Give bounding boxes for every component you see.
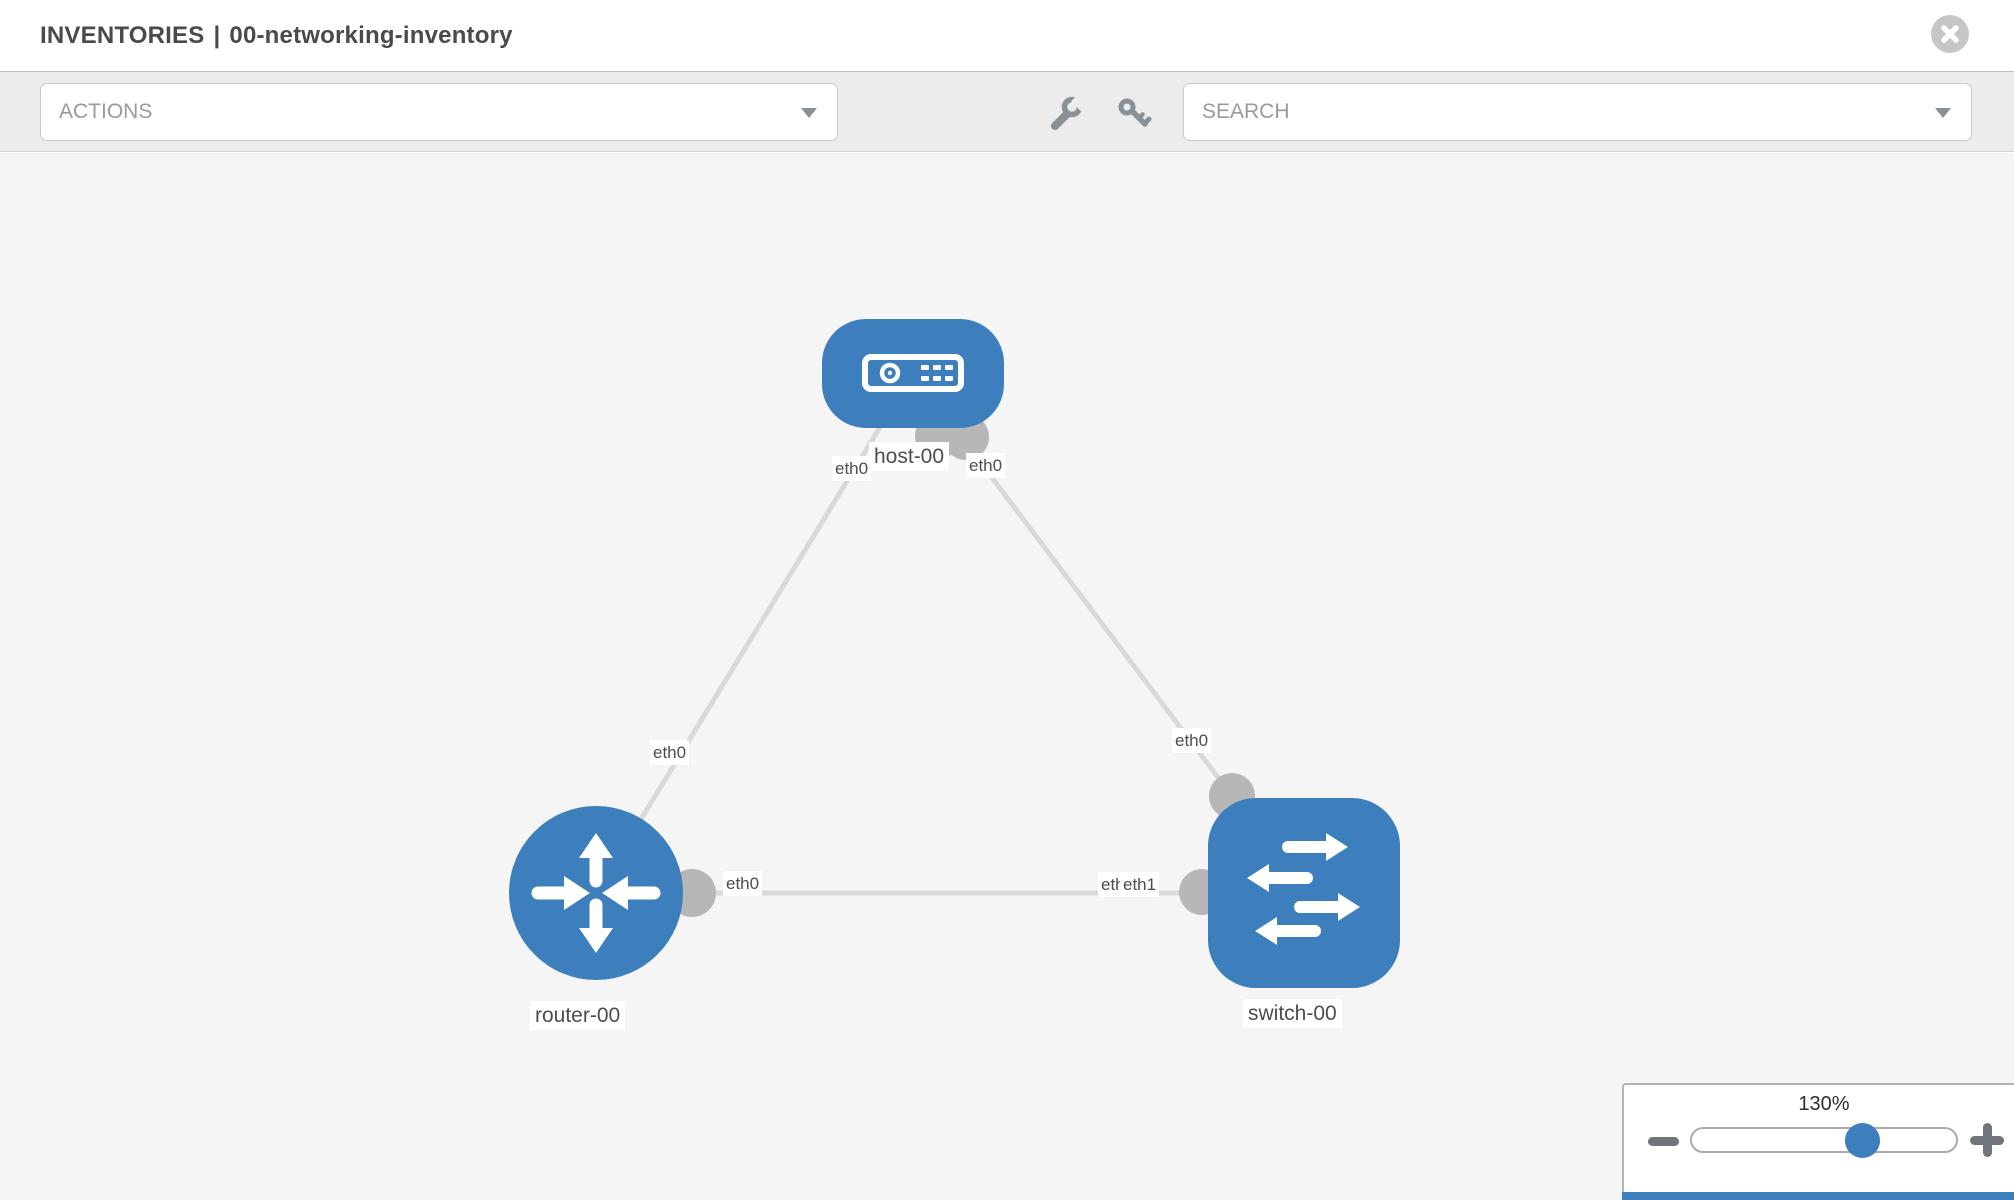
credentials-button[interactable] <box>1116 96 1152 132</box>
node-label-host-00: host-00 <box>869 442 950 471</box>
interface-label: eth0 <box>1172 728 1212 753</box>
topology-svg <box>509 319 1400 988</box>
zoom-in-button[interactable] <box>1970 1123 2004 1157</box>
interface-label: eth0 <box>966 453 1006 478</box>
page-title-section: INVENTORIES <box>40 21 205 49</box>
interface-label: eth0 <box>650 740 690 765</box>
chevron-down-icon <box>801 108 817 118</box>
search-dropdown-label: SEARCH <box>1202 100 1290 123</box>
page-title: INVENTORIES | 00-networking-inventory <box>40 0 513 71</box>
interface-label: eth0 <box>832 456 872 481</box>
node-label-router-00: router-00 <box>530 1001 626 1030</box>
chevron-down-icon <box>1935 108 1951 118</box>
zoom-level: 130% <box>1798 1093 1850 1115</box>
host-icon <box>862 354 964 392</box>
zoom-slider-track[interactable] <box>1690 1127 1958 1153</box>
page-title-inventory-name: 00-networking-inventory <box>229 21 513 49</box>
router-icon <box>531 833 661 953</box>
switch-icon <box>1247 833 1360 945</box>
interface-label: eth0 <box>723 871 763 896</box>
node-router-00[interactable] <box>509 806 683 980</box>
wrench-icon <box>1051 94 1090 130</box>
interface-label: eth1 <box>1120 872 1160 897</box>
zoom-panel: 130% <box>1622 1083 2014 1200</box>
search-dropdown[interactable]: SEARCH <box>1183 83 1972 141</box>
toolbar: ACTIONS SEARCH <box>0 71 2014 152</box>
node-host-00[interactable] <box>822 319 1004 428</box>
tools-button[interactable] <box>1048 94 1090 132</box>
page-title-separator: | <box>213 21 221 49</box>
plus-icon <box>1983 1123 1992 1157</box>
actions-dropdown[interactable]: ACTIONS <box>40 83 838 141</box>
close-icon <box>1941 25 1959 43</box>
key-icon <box>1118 98 1152 127</box>
link-host-router[interactable] <box>593 371 916 895</box>
node-label-switch-00: switch-00 <box>1243 999 1342 1028</box>
header: INVENTORIES | 00-networking-inventory <box>0 0 2014 71</box>
close-button[interactable] <box>1931 15 1969 53</box>
topology-canvas[interactable]: eth0 eth0 eth0 eth0 eth0 eth0 eth1 host-… <box>0 153 2014 1200</box>
node-switch-00[interactable] <box>1208 798 1400 988</box>
actions-dropdown-label: ACTIONS <box>59 100 153 123</box>
zoom-slider-thumb[interactable] <box>1845 1123 1880 1158</box>
bottom-panel-edge <box>1622 1192 2014 1200</box>
zoom-out-button[interactable] <box>1648 1137 1679 1146</box>
